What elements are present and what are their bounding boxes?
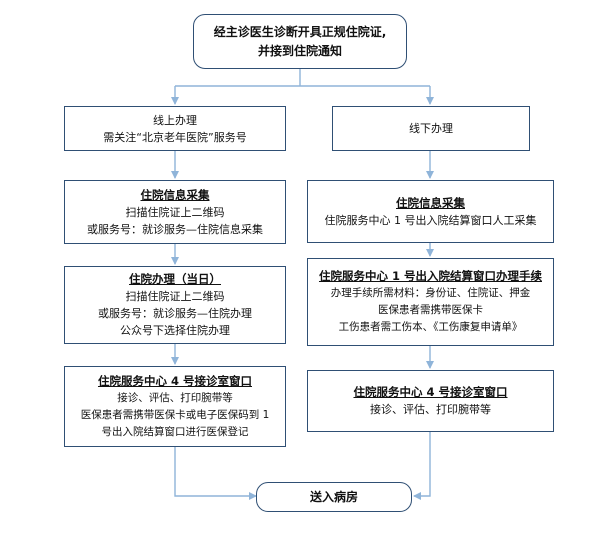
online-step3-box: 住院服务中心 4 号接诊室窗口 接诊、评估、打印腕带等 医保患者需携带医保卡或电…	[64, 366, 286, 447]
online-step2-line-3: 公众号下选择住院办理	[120, 324, 230, 337]
arrow-online-to-end	[174, 447, 257, 500]
offline-step2-box: 住院服务中心 1 号出入院结算窗口办理手续 办理手续所需材料：身份证、住院证、押…	[307, 258, 554, 346]
offline-step2-line-1: 办理手续所需材料：身份证、住院证、押金	[330, 287, 531, 299]
online-step3-line-1: 接诊、评估、打印腕带等	[117, 391, 233, 404]
arrow-offline-to-end	[413, 432, 431, 500]
online-step3-title: 住院服务中心 4 号接诊室窗口	[97, 373, 252, 388]
online-step1-box: 住院信息采集 扫描住院证上二维码 或服务号：就诊服务—住院信息采集	[64, 180, 286, 244]
offline-step3-title: 住院服务中心 4 号接诊室窗口	[353, 385, 508, 399]
online-step1-title: 住院信息采集	[140, 187, 210, 202]
offline-step2-line-2: 医保患者需携带医保卡	[378, 304, 483, 316]
online-head-box: 线上办理 需关注“北京老年医院”服务号	[64, 106, 286, 151]
online-step3-line-2: 医保患者需携带医保卡或电子医保码到 1	[80, 408, 270, 421]
online-step1-line-1: 扫描住院证上二维码	[125, 205, 225, 219]
offline-head-box: 线下办理	[332, 106, 530, 151]
offline-step2-line-3: 工伤患者需工伤本、《工伤康复申请单》	[338, 321, 523, 333]
offline-step3-line-1: 接诊、评估、打印腕带等	[370, 403, 491, 416]
online-head-line-1: 线上办理	[153, 113, 197, 127]
online-step1-line-2: 或服务号：就诊服务—住院信息采集	[87, 222, 263, 236]
start-line-2: 并接到住院通知	[257, 43, 342, 58]
offline-step1-box: 住院信息采集 住院服务中心 1 号出入院结算窗口人工采集	[307, 180, 554, 243]
offline-step1-title: 住院信息采集	[396, 195, 465, 210]
online-step2-title: 住院办理（当日）	[129, 272, 221, 286]
online-step2-line-2: 或服务号：就诊服务—住院办理	[98, 307, 252, 320]
offline-head-line-1: 线下办理	[409, 122, 453, 135]
offline-step2-title: 住院服务中心 1 号出入院结算窗口办理手续	[318, 269, 542, 283]
start-box: 经主诊医生诊断开具正规住院证, 并接到住院通知	[193, 14, 407, 69]
online-step2-box: 住院办理（当日） 扫描住院证上二维码 或服务号：就诊服务—住院办理 公众号下选择…	[64, 266, 286, 344]
online-head-line-2: 需关注“北京老年医院”服务号	[103, 130, 247, 144]
end-box: 送入病房	[256, 482, 412, 512]
online-step3-line-3: 号出入院结算窗口进行医保登记	[101, 425, 249, 438]
end-label: 送入病房	[309, 489, 358, 504]
online-step2-line-1: 扫描住院证上二维码	[125, 290, 225, 303]
start-line-1: 经主诊医生诊断开具正规住院证,	[213, 24, 387, 39]
offline-step3-box: 住院服务中心 4 号接诊室窗口 接诊、评估、打印腕带等	[307, 370, 554, 432]
offline-step1-line-1: 住院服务中心 1 号出入院结算窗口人工采集	[324, 213, 537, 227]
